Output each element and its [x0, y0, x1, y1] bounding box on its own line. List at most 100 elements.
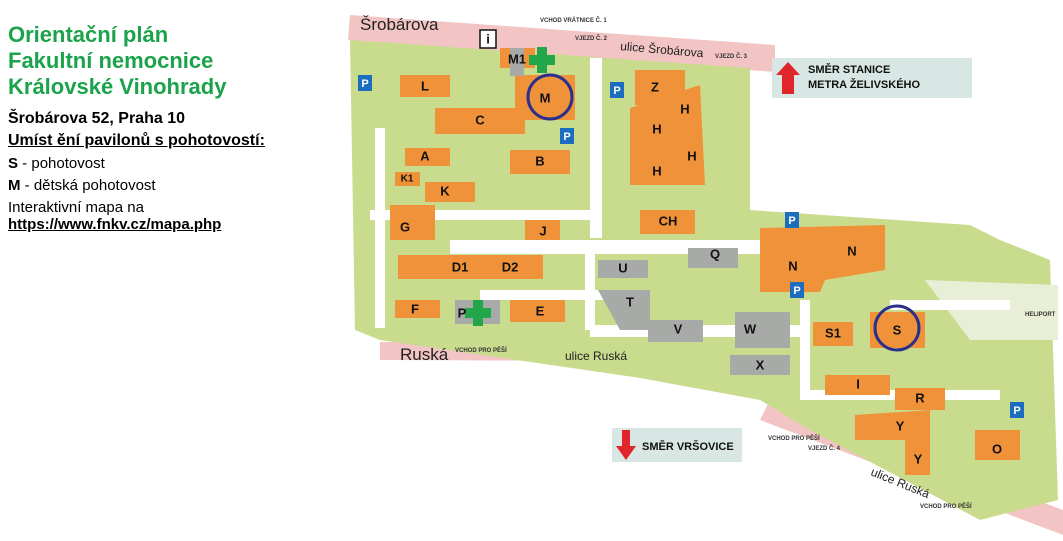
building-label-G: G [400, 219, 410, 234]
building-label-O: O [992, 441, 1002, 456]
building-I[interactable] [825, 375, 890, 395]
building-label-CH: CH [659, 213, 678, 228]
legend-address: Šrobárova 52, Praha 10 [8, 110, 185, 127]
building-F[interactable] [395, 300, 440, 318]
parking-icon[interactable] [358, 75, 372, 91]
building-label-Z: Z [651, 79, 659, 94]
legend-heading: Umíst ění pavilonů s pohotovostí: [8, 132, 265, 149]
building-W[interactable] [735, 312, 790, 348]
legend-map-text: Interaktivní mapa na [8, 199, 144, 216]
vrsovice-sign-label: SMĚR VRŠOVICE [642, 440, 734, 453]
parking-label: P [613, 85, 620, 97]
building-C[interactable] [435, 108, 525, 134]
legend-m-key: M [8, 177, 21, 194]
building-label-Q: Q [710, 246, 720, 261]
campus-map: i P P P P P P Šrobárova ulice Šrobárova … [348, 15, 1063, 535]
entry-3-label: VJEZD Č. 3 [715, 53, 748, 60]
emergency-ring [873, 304, 921, 352]
building-label-T: T [626, 294, 634, 309]
building-label-N: N [847, 243, 856, 258]
building-D[interactable] [398, 255, 543, 279]
street-label-ulice-srobarova: ulice Šrobárova [620, 38, 705, 60]
street-label-ruska: Ruská [400, 345, 449, 364]
building-N[interactable] [760, 225, 885, 292]
heliport-label: HELIPORT [1025, 312, 1056, 318]
parking-label: P [361, 78, 368, 90]
legend-item-m: M - dětská pohotovost [8, 177, 328, 194]
legend-item-s: S - pohotovost [8, 155, 328, 172]
building-label-K1: K1 [401, 174, 414, 185]
building-K[interactable] [425, 182, 475, 202]
building-J[interactable] [525, 220, 560, 240]
building-label-M1: M1 [508, 51, 526, 66]
entry-4-label: VJEZD Č. 4 [808, 445, 841, 452]
building-Y[interactable] [855, 410, 930, 475]
building-label-C: C [475, 112, 485, 127]
pedestrian-entry-label: VCHOD PRO PĚŠÍ [920, 502, 972, 510]
building-S1[interactable] [813, 322, 853, 346]
gate-label: VCHOD VRÁTNICE Č. 1 [540, 17, 607, 24]
building-label-S: S [893, 322, 902, 337]
building-Q[interactable] [688, 248, 738, 268]
down-arrow-icon [616, 430, 636, 460]
building-O[interactable] [975, 430, 1020, 460]
parking-icon[interactable] [560, 128, 574, 144]
building-R[interactable] [895, 388, 945, 410]
building-E[interactable] [510, 300, 565, 322]
building-CH[interactable] [640, 210, 695, 234]
building-label-W: W [744, 321, 757, 336]
building-label-J: J [539, 223, 546, 238]
building-label-L: L [421, 78, 429, 93]
street-label-srobarova: Šrobárova [360, 15, 439, 34]
building-label-X: X [756, 357, 765, 372]
parking-label: P [563, 131, 570, 143]
building-label-H: H [680, 101, 689, 116]
hospital-cross-icon [529, 47, 555, 73]
building-label-F: F [411, 301, 419, 316]
building-label-Y: Y [914, 451, 923, 466]
building-B[interactable] [510, 150, 570, 174]
building-X[interactable] [730, 355, 790, 375]
building-label-H: H [687, 148, 696, 163]
info-label: i [486, 31, 490, 46]
legend-title-line-2: Fakultní nemocnice [8, 48, 214, 73]
parking-icon[interactable] [790, 282, 804, 298]
building-label-H: H [652, 121, 661, 136]
parking-signs: P P P P P P [358, 75, 1024, 418]
vrsovice-direction-sign [612, 428, 742, 462]
parking-label: P [788, 215, 795, 227]
building-label-E: E [536, 303, 545, 318]
building-U[interactable] [598, 260, 648, 278]
building-label-S1: S1 [825, 325, 841, 340]
legend-m-text: - dětská pohotovost [20, 177, 156, 194]
building-G[interactable] [390, 205, 435, 240]
building-A[interactable] [405, 148, 450, 166]
building-T[interactable] [598, 290, 650, 330]
street-srobarova [348, 15, 775, 72]
building-L[interactable] [400, 75, 450, 97]
building-label-I: I [856, 376, 860, 391]
map-legend: Orientační plán Fakultní nemocnice Králo… [8, 22, 328, 233]
building-label-U: U [618, 260, 627, 275]
parking-label: P [793, 285, 800, 297]
legend-s-key: S [8, 155, 19, 172]
interactive-map-link[interactable]: https://www.fnkv.cz/mapa.php [8, 216, 222, 233]
building-label-K: K [440, 183, 450, 198]
building-label-A: A [420, 148, 430, 163]
information-icon[interactable] [479, 29, 497, 49]
parking-label: P [1013, 405, 1020, 417]
building-label-H: H [652, 163, 661, 178]
building-V[interactable] [648, 320, 703, 342]
building-H[interactable] [630, 85, 705, 185]
building-label-R: R [915, 390, 925, 405]
parking-icon[interactable] [610, 82, 624, 98]
legend-title-line-1: Orientační plán [8, 22, 169, 47]
parking-icon[interactable] [785, 212, 799, 228]
metro-sign-line-1: SMĚR STANICE [808, 63, 890, 76]
metro-direction-sign [772, 58, 972, 98]
pedestrian-entry-label: VCHOD PRO PĚŠÍ [768, 434, 820, 442]
building-K1[interactable] [395, 172, 420, 186]
legend-title-line-3: Královské Vinohrady [8, 74, 227, 99]
parking-icon[interactable] [1010, 402, 1024, 418]
legend-s-text: - pohotovost [18, 155, 105, 172]
